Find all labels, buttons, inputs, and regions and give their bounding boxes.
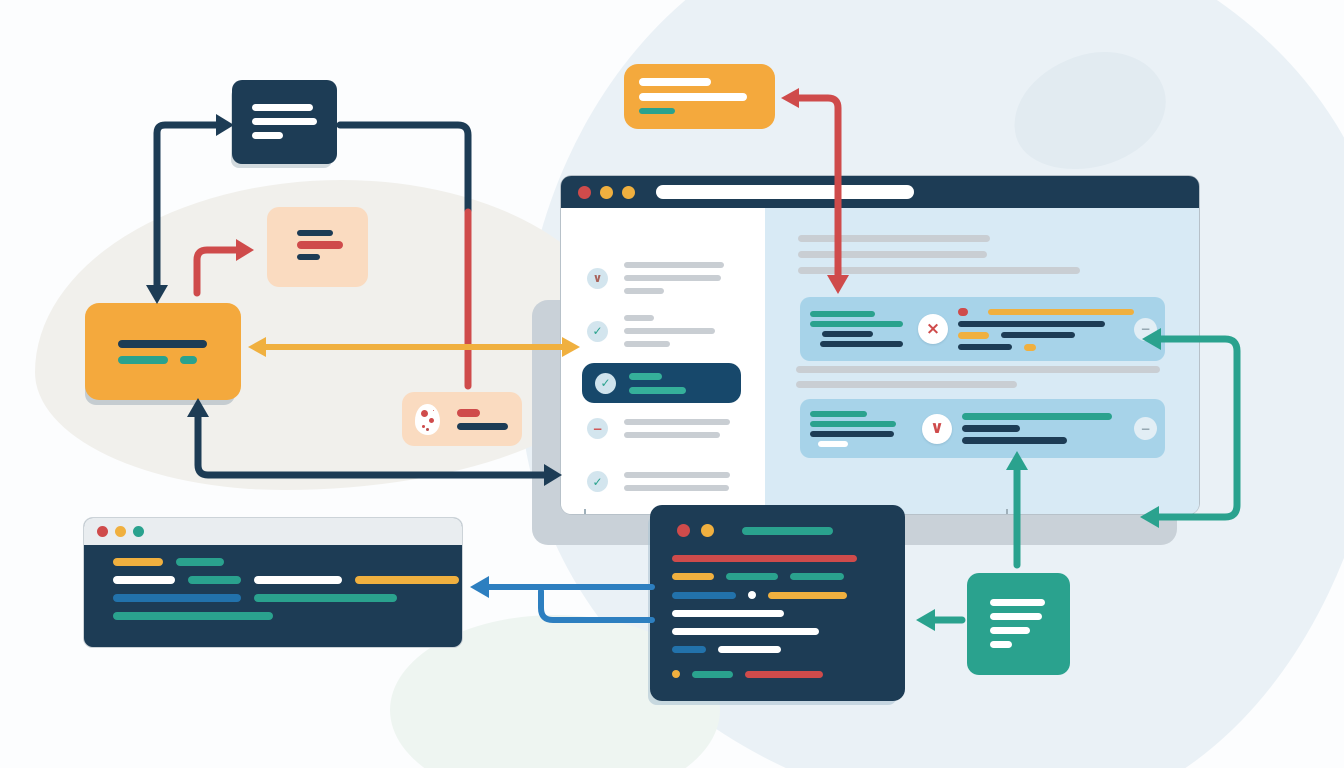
terminal-code-lines bbox=[113, 558, 459, 620]
teal-document-lines bbox=[990, 599, 1070, 648]
terminal-titlebar bbox=[84, 518, 462, 545]
task-lines bbox=[118, 340, 241, 364]
bug-icon bbox=[415, 403, 440, 435]
url-bar[interactable] bbox=[656, 185, 914, 199]
review-card-rejected[interactable]: × − bbox=[800, 297, 1165, 361]
review-panel: × − ∨ − bbox=[765, 208, 1199, 514]
item-lines bbox=[629, 372, 686, 394]
card-action-button[interactable]: − bbox=[1134, 317, 1157, 341]
browser-titlebar bbox=[561, 176, 1199, 208]
flow-node-comment-orange bbox=[624, 64, 775, 129]
chevron-down-icon: ∨ bbox=[922, 413, 952, 444]
document-lines bbox=[252, 104, 337, 139]
card-left-lines bbox=[810, 311, 916, 347]
checklist-item-5[interactable]: ✓ bbox=[587, 471, 730, 492]
review-card-approved[interactable]: ∨ − bbox=[800, 399, 1165, 458]
browser-window: ∨ ✓ ✓ − ✓ bbox=[560, 175, 1200, 515]
editor-code-lines bbox=[672, 555, 857, 678]
card-right-lines bbox=[958, 307, 1134, 351]
editor-title-line bbox=[742, 526, 833, 535]
window-controls[interactable] bbox=[677, 524, 725, 537]
card-action-button[interactable]: − bbox=[1134, 417, 1157, 440]
flow-node-document-teal bbox=[967, 573, 1070, 675]
window-controls[interactable] bbox=[97, 526, 151, 537]
comment-lines bbox=[639, 78, 775, 114]
note-lines bbox=[297, 230, 368, 260]
x-icon: × bbox=[918, 314, 948, 344]
terminal-window bbox=[83, 517, 463, 648]
check-icon: ✓ bbox=[595, 372, 616, 394]
checklist-item-4[interactable]: − bbox=[587, 418, 730, 439]
card-right-lines bbox=[962, 413, 1112, 444]
editor-titlebar bbox=[677, 524, 833, 537]
panel-text-lines bbox=[798, 235, 1080, 274]
flow-node-document-dark bbox=[232, 80, 337, 164]
checklist-item-selected[interactable]: ✓ bbox=[582, 363, 741, 403]
item-lines bbox=[624, 315, 715, 347]
chevron-down-icon: ∨ bbox=[587, 267, 608, 289]
code-editor-window bbox=[650, 505, 905, 701]
item-lines bbox=[624, 419, 730, 438]
window-controls[interactable] bbox=[578, 185, 644, 199]
minus-icon: − bbox=[587, 418, 608, 439]
flow-node-task-orange bbox=[85, 303, 241, 400]
panel-text-lines bbox=[796, 366, 1160, 388]
item-lines bbox=[624, 472, 730, 491]
flow-node-note-peach bbox=[267, 207, 368, 287]
card-left-lines bbox=[810, 410, 920, 447]
item-lines bbox=[624, 262, 724, 294]
checklist-sidebar: ∨ ✓ ✓ − ✓ bbox=[561, 208, 765, 514]
check-icon: ✓ bbox=[587, 471, 608, 492]
checklist-item-1[interactable]: ∨ bbox=[587, 262, 724, 294]
bug-lines bbox=[457, 408, 508, 430]
check-icon: ✓ bbox=[587, 320, 608, 342]
checklist-item-2[interactable]: ✓ bbox=[587, 315, 715, 347]
browser-body: ∨ ✓ ✓ − ✓ bbox=[561, 208, 1199, 514]
flow-node-bug-card bbox=[402, 392, 522, 446]
